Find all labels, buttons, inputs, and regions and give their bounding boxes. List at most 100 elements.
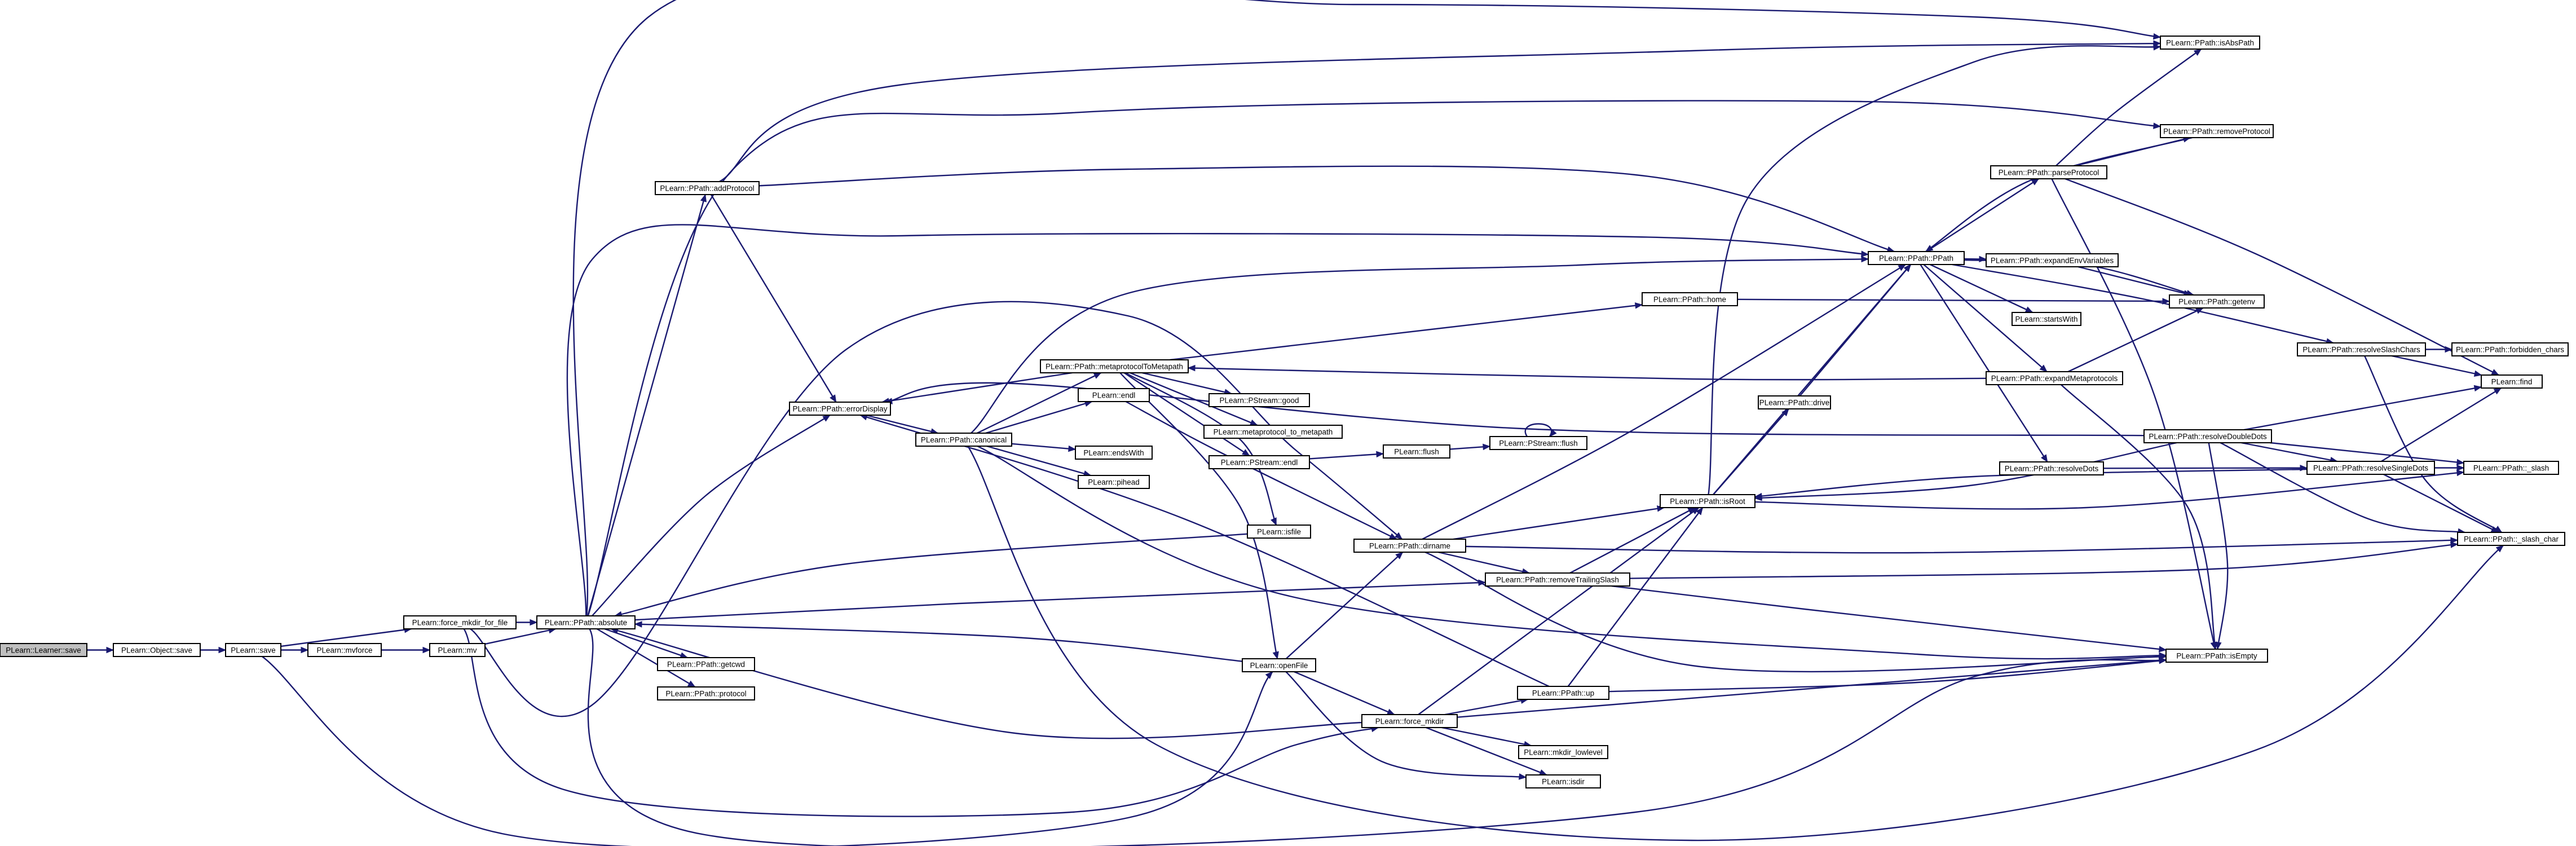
- node-isAbsPath[interactable]: PLearn::PPath::isAbsPath: [2160, 36, 2260, 50]
- node-protocol[interactable]: PLearn::PPath::protocol: [657, 686, 755, 700]
- node-dirname[interactable]: PLearn::PPath::dirname: [1353, 539, 1466, 553]
- edge-resolveDoubleDots-to-find: [2243, 385, 2482, 431]
- node-startsWith[interactable]: PLearn::startsWith: [2012, 312, 2081, 326]
- edge-save-to-mvforce: [281, 646, 309, 654]
- node-canonical[interactable]: PLearn::PPath::canonical: [915, 433, 1012, 447]
- node-mvforce[interactable]: PLearn::mvforce: [307, 643, 382, 657]
- edge-pp_ppath-to-resolveDots: [1920, 264, 2048, 463]
- node-mv[interactable]: PLearn::mv: [429, 643, 486, 657]
- node-resolveSlashChars[interactable]: PLearn::PPath::resolveSlashChars: [2297, 342, 2426, 356]
- edge-learner_save-to-object_save: [87, 646, 114, 654]
- node-addProtocol[interactable]: PLearn::PPath::addProtocol: [655, 181, 760, 195]
- node-box: [1489, 436, 1587, 450]
- node-expandMetaprotocols[interactable]: PLearn::PPath::expandMetaprotocols: [1986, 371, 2123, 385]
- edge-resolveSingleDots-to-slash_char: [2383, 473, 2499, 534]
- node-resolveSingleDots[interactable]: PLearn::PPath::resolveSingleDots: [2306, 461, 2435, 475]
- edge-canonical-to-endsWith: [1011, 443, 1077, 452]
- node-label: PLearn::PStream::flush: [1499, 439, 1578, 448]
- node-box: [1660, 494, 1755, 508]
- node-box: [1208, 393, 1310, 407]
- node-removeProtocol[interactable]: PLearn::PPath::removeProtocol: [2160, 124, 2274, 138]
- node-box: [1203, 425, 1343, 439]
- edge-absolute-to-addProtocol: [587, 193, 707, 616]
- node-label: PLearn::mkdir_lowlevel: [1524, 748, 1603, 757]
- node-box: [536, 615, 636, 629]
- edge-metaprotocolToMetapath-to-pstream_endl: [1123, 372, 1250, 457]
- edge-canonical-to-endl: [985, 400, 1093, 434]
- edge-save-to-openFile: [262, 656, 1273, 846]
- node-resolveDoubleDots[interactable]: PLearn::PPath::resolveDoubleDots: [2143, 429, 2272, 443]
- edge-metaprotocolToMetapath-to-openFile: [1119, 372, 1279, 660]
- node-box: [1485, 572, 1630, 587]
- node-learner-save[interactable]: PLearn::Learner::save: [0, 643, 87, 657]
- node-box: [225, 643, 281, 657]
- edge-removeTrailingSlash-to-isRoot: [1569, 506, 1696, 574]
- edge-expandMetaprotocols-to-isEmpty: [2061, 384, 2218, 650]
- node-label: PLearn::PPath::getcwd: [667, 660, 745, 669]
- node-isfile[interactable]: PLearn::isfile: [1247, 525, 1311, 539]
- node-box: [1518, 745, 1608, 759]
- node-up[interactable]: PLearn::PPath::up: [1517, 686, 1609, 700]
- node-openFile[interactable]: PLearn::openFile: [1242, 658, 1316, 672]
- node-getenv[interactable]: PLearn::PPath::getenv: [2169, 294, 2265, 309]
- node-force-mkdir[interactable]: PLearn::force_mkdir: [1361, 714, 1458, 728]
- node-mkdir-lowlevel[interactable]: PLearn::mkdir_lowlevel: [1518, 745, 1608, 759]
- node-endl[interactable]: PLearn::endl: [1078, 388, 1150, 402]
- node-label: PLearn::PPath::expandMetaprotocols: [1991, 374, 2118, 383]
- node-box: [403, 615, 517, 629]
- node-object-save[interactable]: PLearn::Object::save: [113, 643, 201, 657]
- node-save[interactable]: PLearn::save: [225, 643, 281, 657]
- node-pihead[interactable]: PLearn::pihead: [1078, 475, 1150, 489]
- node-flush[interactable]: PLearn::flush: [1383, 444, 1450, 459]
- node-expandEnvVariables[interactable]: PLearn::PPath::expandEnvVariables: [1986, 253, 2119, 267]
- node-box: [1361, 714, 1458, 728]
- node-label: PLearn::Object::save: [121, 646, 192, 655]
- node-box: [655, 181, 760, 195]
- node-parseProtocol[interactable]: PLearn::PPath::parseProtocol: [1990, 165, 2107, 179]
- node-drive[interactable]: PLearn::PPath::drive: [1758, 395, 1831, 409]
- node-pstream-good[interactable]: PLearn::PStream::good: [1208, 393, 1310, 407]
- node-absolute[interactable]: PLearn::PPath::absolute: [536, 615, 636, 629]
- node-isEmpty[interactable]: PLearn::PPath::isEmpty: [2165, 649, 2268, 663]
- edge-force_mkdir_for_file-to-force_mkdir: [463, 628, 1379, 817]
- node-home[interactable]: PLearn::PPath::home: [1642, 292, 1738, 306]
- node-forbidden-chars[interactable]: PLearn::PPath::forbidden_chars: [2451, 342, 2569, 356]
- node-metaprotocol-to-metapath[interactable]: PLearn::metaprotocol_to_metapath: [1203, 425, 1343, 439]
- edge-parseProtocol-to-isEmpty: [2051, 178, 2217, 650]
- node-metaprotocolToMetapath[interactable]: PLearn::PPath::metaprotocolToMetapath: [1040, 359, 1189, 373]
- node-label: PLearn::endl: [1092, 391, 1136, 400]
- node-force-mkdir-for-file[interactable]: PLearn::force_mkdir_for_file: [403, 615, 517, 629]
- node-endsWith[interactable]: PLearn::endsWith: [1075, 446, 1153, 460]
- function-nodes: PLearn::Learner::save PLearn::Object::sav…: [0, 36, 2569, 788]
- node-slash-char[interactable]: PLearn::PPath::_slash_char: [2457, 532, 2565, 546]
- node-pstream-endl[interactable]: PLearn::PStream::endl: [1208, 455, 1310, 469]
- node-pp-ppath[interactable]: PLearn::PPath::PPath: [1868, 251, 1965, 265]
- edge-absolute-to-removeTrailingSlash: [634, 579, 1487, 621]
- node-isRoot[interactable]: PLearn::PPath::isRoot: [1660, 494, 1755, 508]
- node-errorDisplay[interactable]: PLearn::PPath::errorDisplay: [789, 402, 891, 416]
- node-label: PLearn::metaprotocol_to_metapath: [1214, 428, 1333, 437]
- node-label: PLearn::PPath::forbidden_chars: [2456, 346, 2564, 354]
- node-find[interactable]: PLearn::find: [2481, 374, 2543, 389]
- call-edges: [87, 0, 2504, 846]
- node-box: [1642, 292, 1738, 306]
- node-box: [915, 433, 1012, 447]
- node-getcwd[interactable]: PLearn::PPath::getcwd: [657, 657, 755, 671]
- node-box: [2160, 124, 2274, 138]
- node-isdir[interactable]: PLearn::isdir: [1525, 774, 1601, 788]
- edge-force_mkdir-to-mkdir_lowlevel: [1441, 726, 1532, 748]
- edge-resolveSlashChars-to-slash_char: [2364, 355, 2503, 533]
- edge-expandEnvVariables-to-getenv: [2077, 266, 2192, 297]
- node-label: PLearn::PPath::isRoot: [1670, 497, 1745, 506]
- edge-expandMetaprotocols-to-metaprotocolToMetapath: [1187, 364, 1987, 381]
- node-box: [657, 686, 755, 700]
- node-slash[interactable]: PLearn::PPath::_slash: [2463, 461, 2559, 475]
- node-box: [2143, 429, 2272, 443]
- edge-pp_ppath-to-parseProtocol: [1926, 178, 2040, 253]
- node-resolveDots[interactable]: PLearn::PPath::resolveDots: [1999, 461, 2104, 475]
- node-pstream-flush[interactable]: PLearn::PStream::flush: [1489, 436, 1587, 450]
- edge-removeProtocol-to-pp_ppath: [1925, 136, 2193, 252]
- edge-drive-to-pp_ppath: [1799, 264, 1912, 396]
- node-removeTrailingSlash[interactable]: PLearn::PPath::removeTrailingSlash: [1485, 572, 1630, 587]
- node-label: PLearn::PStream::endl: [1221, 459, 1298, 467]
